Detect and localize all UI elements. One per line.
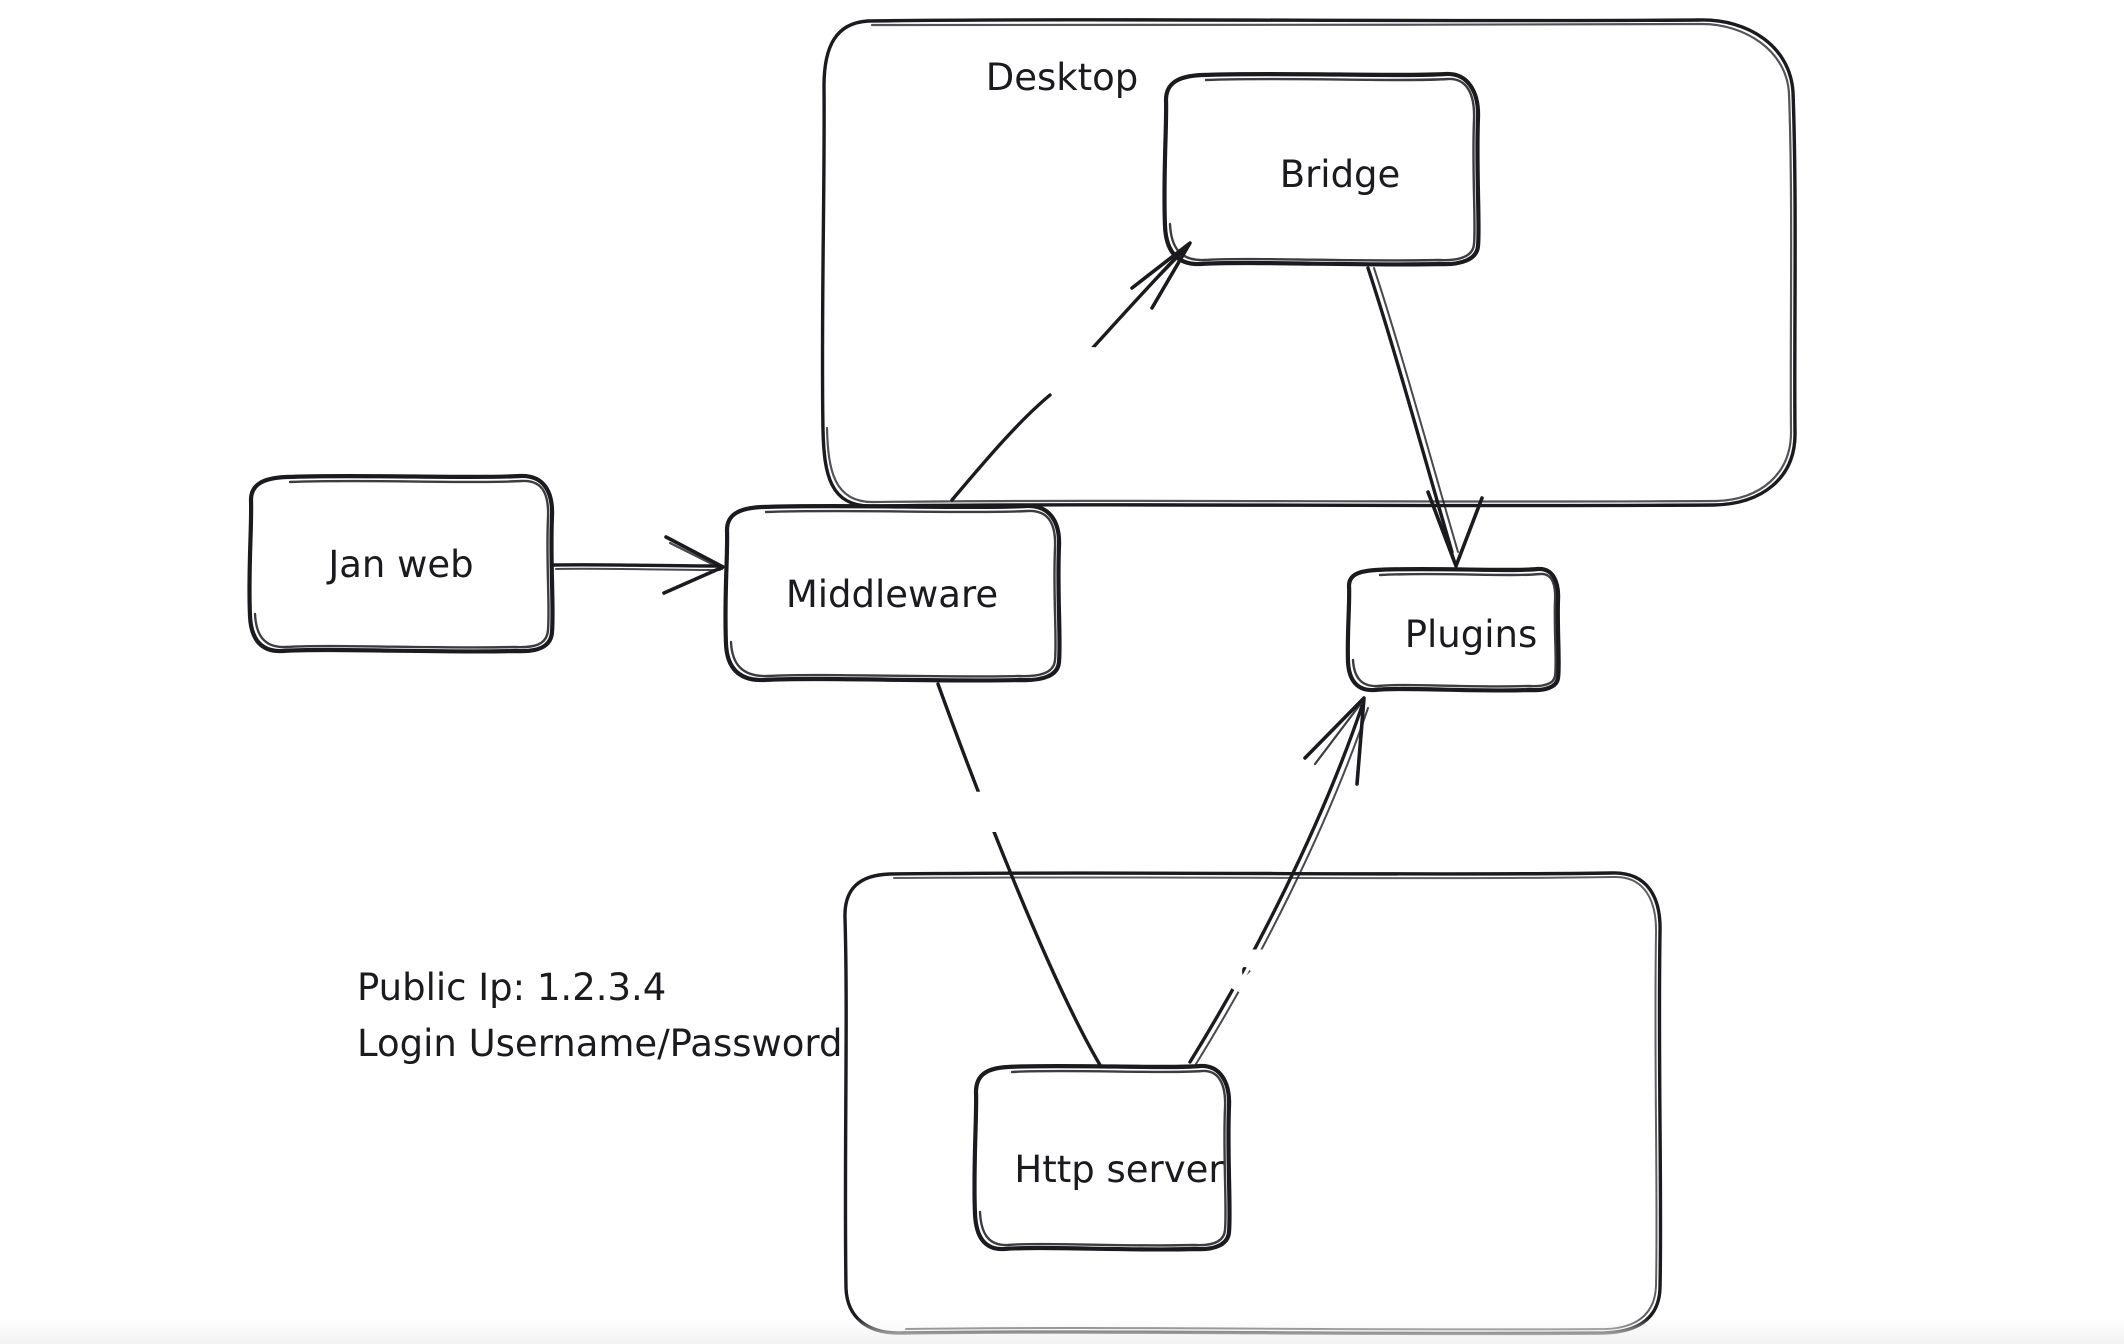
arrowhead-to-plugins-top <box>1426 490 1484 568</box>
arrowhead-to-bridge <box>1130 241 1192 310</box>
plugins-label: Plugins <box>1405 613 1538 656</box>
middleware-box-outline <box>723 503 1062 683</box>
arrowhead-to-plugins-top-secondary <box>1434 498 1457 564</box>
node-bridge[interactable]: Bridge <box>1162 71 1481 267</box>
cloud-container-outline <box>843 871 1663 1336</box>
plugins-box-outline-secondary <box>1351 572 1557 688</box>
edge-line <box>552 563 720 568</box>
edge-line-secondary <box>1195 707 1369 1065</box>
cloud-container-outline-secondary <box>893 875 1658 1331</box>
middleware-label: Middleware <box>786 573 998 616</box>
edge-middleware-to-bridge[interactable]: electron apis <box>944 241 1196 502</box>
http-server-box-outline <box>972 1063 1232 1252</box>
edge-line-lower <box>950 393 1052 502</box>
edge-http-server-to-plugins[interactable]: Cloud <box>1188 696 1369 1065</box>
jan-web-box-outline <box>247 473 555 654</box>
edge-label-electron-apis: electron apis <box>951 341 1190 384</box>
container-cloud-region[interactable] <box>843 871 1663 1336</box>
desktop-container-label: Desktop <box>986 56 1139 99</box>
jan-web-box-outline-secondary <box>253 479 550 649</box>
jan-web-label: Jan web <box>326 543 473 586</box>
bridge-box-outline-secondary <box>1168 77 1476 262</box>
edge-jan-web-to-middleware[interactable] <box>552 535 725 595</box>
edge-line <box>936 682 1102 1067</box>
http-server-label: Http server <box>1014 1148 1224 1191</box>
desktop-container-outline <box>820 18 1797 508</box>
edge-label-request-paths: request paths <box>775 791 1031 834</box>
edge-line-secondary <box>1373 267 1459 553</box>
note-line-login: Login Username/Password <box>357 1022 842 1065</box>
edge-label-cloud: Cloud <box>1229 951 1335 994</box>
arrowhead-to-bridge-secondary <box>1138 245 1190 298</box>
bridge-box-outline <box>1162 71 1481 267</box>
node-plugins[interactable]: Plugins <box>1345 566 1561 693</box>
arrowhead-to-middleware-secondary <box>668 541 724 571</box>
edge-bridge-to-plugins[interactable] <box>1366 266 1484 568</box>
http-server-box-outline-secondary <box>978 1069 1227 1247</box>
desktop-container-outline-secondary <box>825 22 1793 504</box>
plugins-box-outline <box>1345 566 1561 693</box>
edge-line <box>1188 704 1364 1064</box>
bridge-label: Bridge <box>1280 153 1401 196</box>
node-middleware[interactable]: Middleware <box>723 503 1062 683</box>
edge-line-secondary <box>555 567 721 571</box>
edge-middleware-to-http-server[interactable]: request paths <box>768 682 1102 1067</box>
middleware-box-outline-secondary <box>729 509 1057 678</box>
note-public-ip: Public Ip: 1.2.3.4 Login Username/Passwo… <box>357 966 842 1065</box>
node-jan-web[interactable]: Jan web <box>247 473 555 654</box>
note-line-public-ip: Public Ip: 1.2.3.4 <box>357 966 666 1009</box>
edge-line-upper <box>1086 247 1186 355</box>
arrowhead-to-plugins-bottom-secondary <box>1313 700 1364 766</box>
container-desktop[interactable]: Desktop <box>820 18 1797 508</box>
node-http-server[interactable]: Http server <box>972 1063 1232 1252</box>
arrowhead-to-plugins-bottom <box>1303 696 1366 786</box>
arrowhead-to-middleware <box>662 535 725 595</box>
